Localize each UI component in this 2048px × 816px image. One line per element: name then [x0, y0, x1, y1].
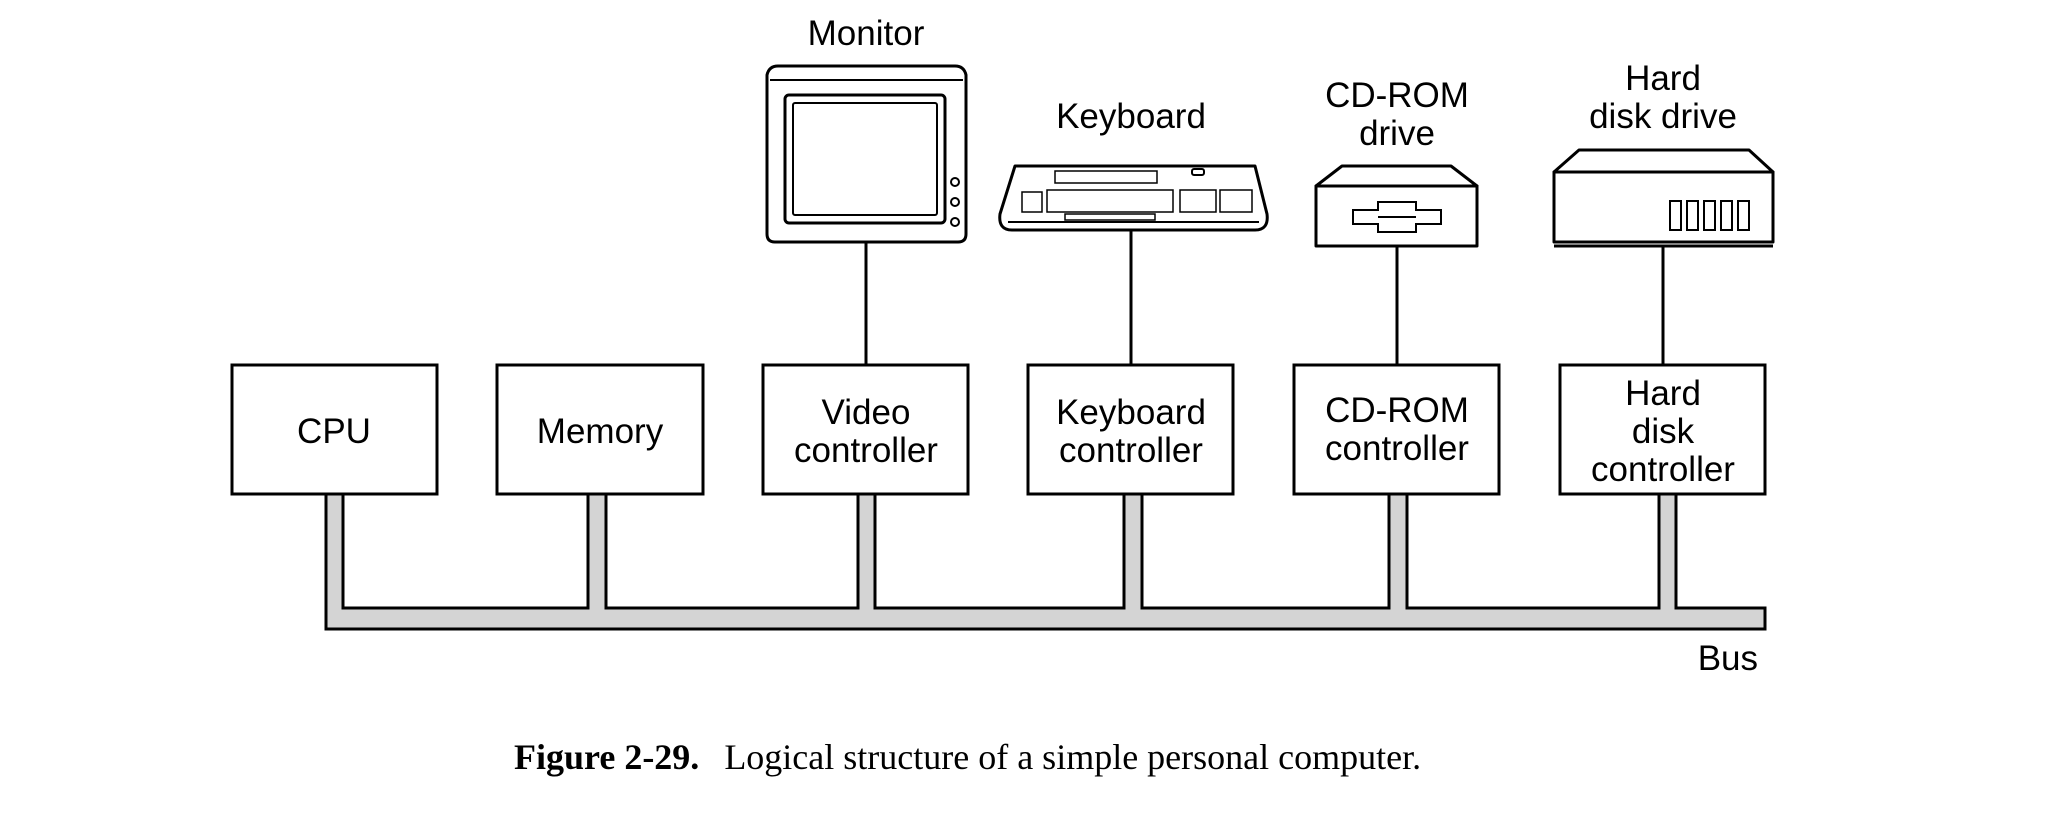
keyboard-icon — [998, 164, 1269, 232]
system-bus — [324, 492, 1767, 631]
cdrom-controller-label-line2: controller — [1325, 429, 1469, 468]
hard-disk-controller-label-line2: disk — [1632, 412, 1695, 451]
memory-box: Memory — [495, 363, 705, 496]
cdrom-device-label-line1: CD-ROM — [1325, 76, 1469, 115]
cdrom-controller-box: CD-ROM controller — [1292, 363, 1501, 496]
memory-label: Memory — [537, 412, 664, 451]
cpu-label: CPU — [297, 412, 371, 451]
keyboard-keys — [1021, 170, 1253, 221]
monitor-label: Monitor — [808, 14, 925, 53]
keyboard-device-label: Keyboard — [1056, 97, 1206, 136]
cdrom-device-label-line2: drive — [1359, 114, 1435, 153]
cpu-box: CPU — [230, 363, 439, 496]
bus-label: Bus — [1698, 639, 1758, 678]
hard-disk-controller-label-line1: Hard — [1625, 374, 1701, 413]
figure-caption: Figure 2-29. Logical structure of a simp… — [514, 737, 1421, 777]
figure-caption-text: Logical structure of a simple personal c… — [724, 737, 1421, 777]
monitor-icon — [765, 64, 968, 244]
hdd-device-label-line1: Hard — [1625, 59, 1701, 98]
cdrom-controller-label-line1: CD-ROM — [1325, 391, 1469, 430]
video-controller-label-line2: controller — [794, 431, 938, 470]
figure-number: Figure 2-29. — [514, 737, 699, 777]
hdd-device-label-line2: disk drive — [1589, 97, 1737, 136]
hard-disk-controller-label-line3: controller — [1591, 450, 1735, 489]
keyboard-controller-box: Keyboard controller — [1026, 363, 1235, 496]
hard-disk-drive-icon — [1552, 148, 1775, 248]
keyboard-controller-label-line2: controller — [1059, 431, 1203, 470]
cdrom-drive-icon — [1314, 164, 1479, 248]
keyboard-controller-label-line1: Keyboard — [1056, 393, 1206, 432]
video-controller-label-line1: Video — [822, 393, 911, 432]
hard-disk-controller-box: Hard disk controller — [1558, 363, 1767, 496]
video-controller-box: Video controller — [761, 363, 970, 496]
